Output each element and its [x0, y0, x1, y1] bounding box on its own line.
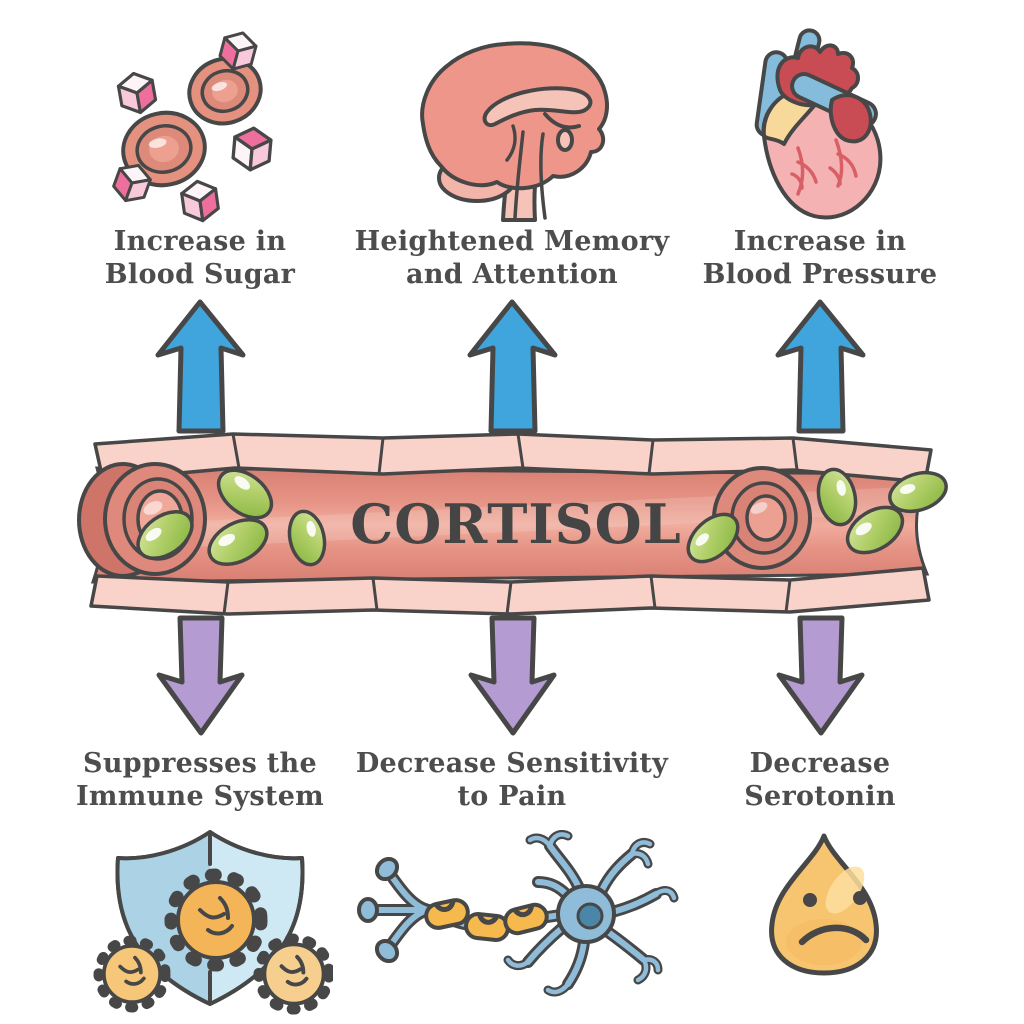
red-blood-cell	[187, 56, 263, 126]
sad-droplet-icon	[752, 828, 894, 978]
pathogen	[253, 933, 333, 1015]
heart-illustration	[754, 28, 883, 220]
pathogen	[93, 935, 171, 1013]
effect-label-memory: Heightened Memory and Attention	[354, 226, 670, 290]
cortisol-molecules	[136, 467, 948, 567]
neuron-icon	[350, 830, 680, 1015]
neuron-illustration	[357, 830, 679, 997]
heart-icon	[732, 28, 964, 228]
sugar-cubes	[112, 31, 273, 223]
down-arrow	[153, 614, 248, 738]
down-arrow	[465, 614, 560, 738]
up-arrow	[465, 297, 560, 437]
effect-label-blood-sugar: Increase in Blood Sugar	[104, 226, 296, 290]
nucleus	[576, 902, 604, 930]
blood-vessel	[53, 424, 965, 622]
brain-icon	[395, 32, 660, 224]
myelin-sheaths	[424, 898, 549, 942]
coronary-vessels	[790, 138, 858, 196]
pathogen	[164, 868, 268, 972]
sad-face	[798, 891, 870, 946]
red-blood-cells-sugar-cubes-icon	[92, 25, 322, 223]
red-blood-cell	[712, 466, 812, 570]
vessel-wall-bottom	[89, 566, 931, 616]
effect-label-serotonin: Decrease Serotonin	[744, 748, 896, 812]
immune-shield-illustration	[93, 830, 333, 1015]
effect-label-blood-pressure: Increase in Blood Pressure	[702, 226, 938, 290]
red-blood-cell	[121, 110, 207, 188]
effect-label-immune: Suppresses the Immune System	[75, 748, 325, 812]
blood-sugar-illustration	[112, 31, 273, 223]
cortisol-title: CORTISOL	[350, 492, 682, 556]
axon-terminals	[357, 856, 400, 964]
effect-label-pain: Decrease Sensitivity to Pain	[355, 748, 669, 812]
serotonin-droplet-illustration	[769, 833, 879, 976]
up-arrow	[773, 297, 868, 437]
shield-pathogens-icon	[88, 824, 333, 1016]
up-arrow	[153, 297, 248, 437]
brain-illustration	[420, 41, 609, 222]
down-arrow	[773, 614, 868, 738]
droplet	[769, 833, 879, 976]
